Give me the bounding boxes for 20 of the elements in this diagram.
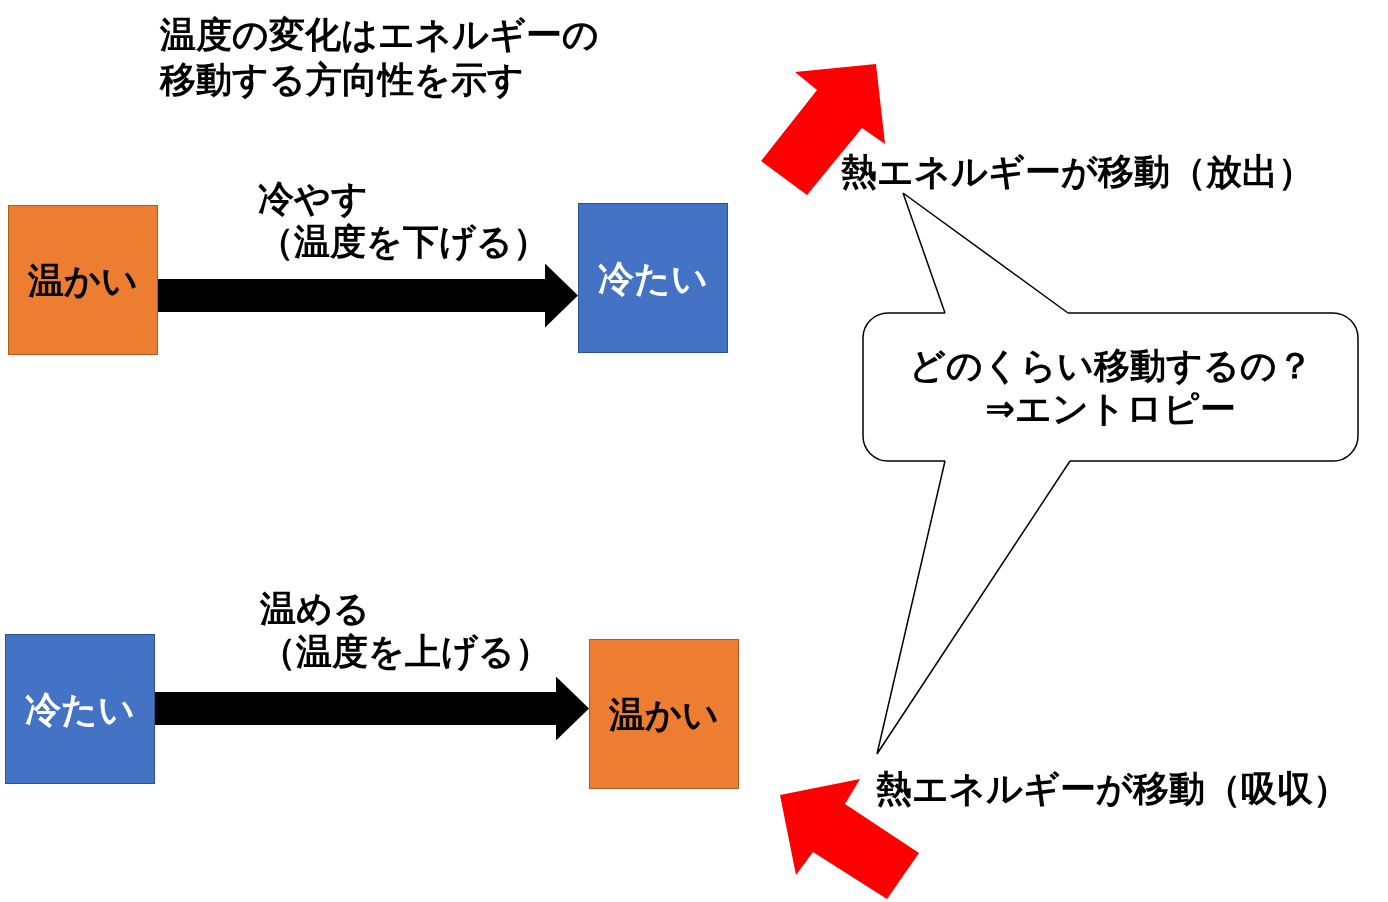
box-label: 冷たい xyxy=(25,687,135,731)
box-label: 冷たい xyxy=(598,256,708,300)
callout-text: どのくらい移動するの？ xyxy=(908,344,1313,387)
callout-tail xyxy=(876,460,1071,755)
annotation-text: 熱エネルギーが移動（放出） xyxy=(841,150,1314,193)
block-arrow xyxy=(155,676,589,741)
state-box xyxy=(5,634,155,784)
callout-text: ⇒エントロピー xyxy=(984,387,1237,430)
edge-label: 冷やす（温度を下げる） xyxy=(258,177,550,263)
box-label: 温かい xyxy=(28,258,138,302)
box-label: 温かい xyxy=(609,692,719,736)
diagram-title: 温度の変化はエネルギーの移動する方向性を示す xyxy=(160,13,600,102)
state-box xyxy=(8,205,158,355)
state-box xyxy=(589,639,739,789)
state-box xyxy=(578,203,728,353)
speech-bubble xyxy=(863,313,1358,461)
block-arrow xyxy=(158,263,578,328)
edge-label: 温める（温度を上げる） xyxy=(260,587,552,673)
annotation-text: 熱エネルギーが移動（吸収） xyxy=(876,754,1349,810)
callout-tail xyxy=(902,192,1069,314)
